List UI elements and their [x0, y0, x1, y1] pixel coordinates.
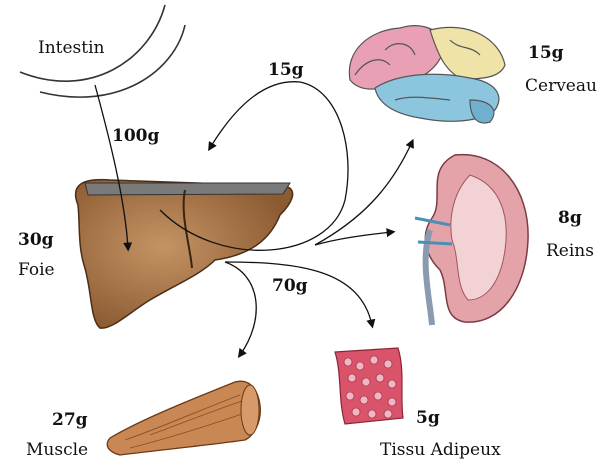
intestine-label: Intestin [38, 40, 105, 57]
arrow-to-muscle [225, 262, 256, 355]
brain-label: Cerveau [525, 78, 597, 95]
arrow-to-brain [315, 142, 412, 245]
intestine-flow-value: 100g [112, 128, 159, 145]
liver-icon [76, 180, 293, 328]
kidney-label: Reins [546, 243, 594, 260]
brain-amount: 15g [528, 45, 564, 62]
liver-output-value: 70g [272, 278, 308, 295]
brain-icon [349, 26, 505, 123]
kidney-icon [415, 155, 528, 325]
adipose-label: Tissu Adipeux [380, 442, 501, 459]
muscle-label: Muscle [26, 442, 88, 459]
muscle-icon [107, 381, 260, 455]
brain-flow-value: 15g [268, 62, 304, 79]
kidney-amount: 8g [558, 210, 582, 227]
liver-amount: 30g [18, 232, 54, 249]
adipose-tissue-icon [335, 348, 403, 424]
muscle-amount: 27g [52, 412, 88, 429]
adipose-amount: 5g [416, 410, 440, 427]
liver-label: Foie [18, 262, 55, 279]
